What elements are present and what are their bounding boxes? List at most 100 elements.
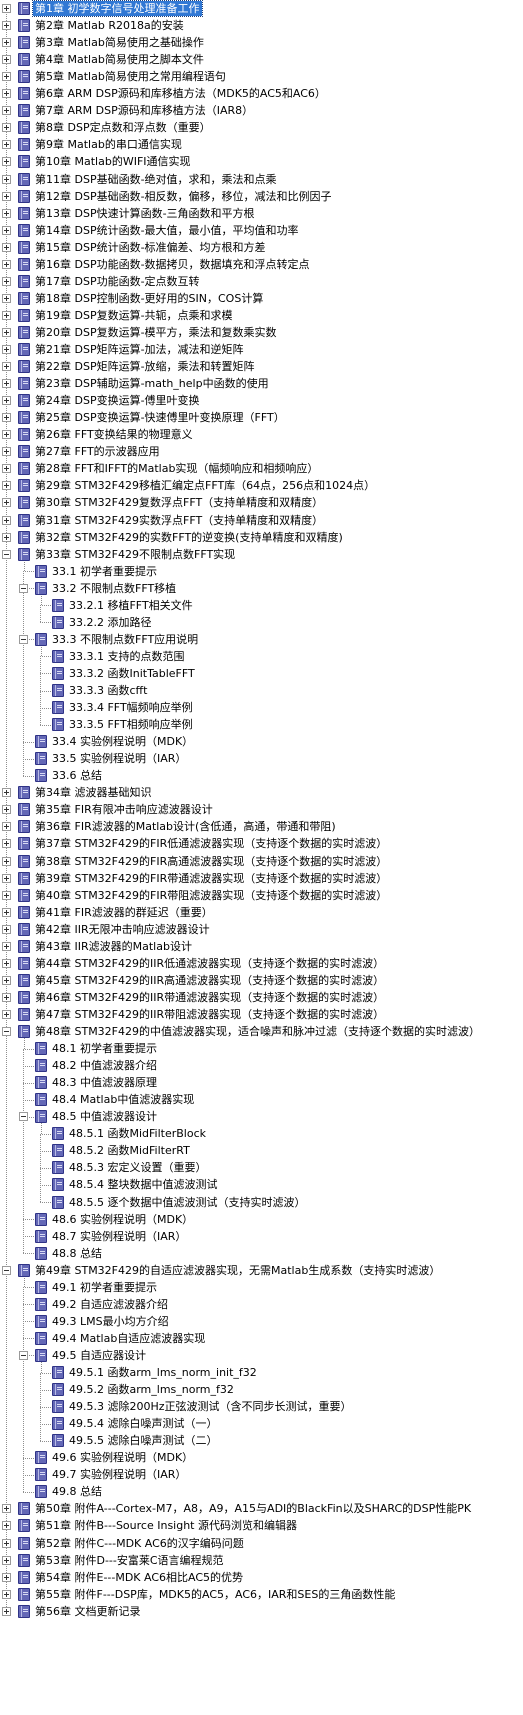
chapter-item[interactable]: 第11章 DSP基础函数-绝对值，求和，乘法和点乘 — [0, 171, 523, 188]
expand-plus-icon[interactable] — [2, 345, 11, 354]
tree-item-label[interactable]: 第35章 FIR有限冲击响应滤波器设计 — [35, 803, 213, 817]
expand-plus-icon[interactable] — [2, 1606, 11, 1616]
chapter-item[interactable]: 第21章 DSP矩阵运算-加法，减法和逆矩阵 — [0, 341, 523, 358]
collapse-minus-icon[interactable] — [19, 1350, 28, 1360]
expand-plus-icon[interactable] — [2, 327, 11, 337]
tree-item-label[interactable]: 48.5.4 整块数据中值滤波测试 — [69, 1178, 218, 1192]
tree-item-label[interactable]: 33.3.3 函数cfft — [69, 684, 148, 697]
expand-plus-icon[interactable] — [2, 396, 11, 406]
expand-plus-icon[interactable] — [2, 873, 11, 883]
chapter-item[interactable]: 第39章 STM32F429的FIR带通滤波器实现（支持逐个数据的实时滤波） — [0, 870, 523, 887]
tree-item-label[interactable]: 48.3 中值滤波器原理 — [52, 1076, 157, 1090]
tree-item-label[interactable]: 第43章 IIR滤波器的Matlab设计 — [35, 939, 192, 953]
chapter-item[interactable]: 第14章 DSP统计函数-最大值，最小值，平均值和功率 — [0, 222, 523, 239]
tree-item-label[interactable]: 第4章 Matlab简易使用之脚本文件 — [35, 53, 204, 67]
section-item[interactable]: 33.3.1 支持的点数范围 — [0, 648, 523, 665]
expand-plus-icon[interactable] — [2, 276, 11, 286]
expand-plus-icon[interactable] — [2, 822, 11, 832]
chapter-item[interactable]: 第18章 DSP控制函数-更好用的SIN，COS计算 — [0, 290, 523, 307]
chapter-item[interactable]: 第2章 Matlab R2018a的安装 — [0, 17, 523, 34]
tree-item-label[interactable]: 第19章 DSP复数运算-共轭，点乘和求模 — [35, 308, 233, 322]
chapter-item[interactable]: 第43章 IIR滤波器的Matlab设计 — [0, 938, 523, 955]
expand-plus-icon[interactable] — [2, 464, 11, 474]
tree-item-label[interactable]: 33.6 总结 — [52, 769, 102, 783]
tree-item-label[interactable]: 49.5 自适应器设计 — [52, 1348, 146, 1362]
chapter-item[interactable]: 第31章 STM32F429实数浮点FFT（支持单精度和双精度） — [0, 512, 523, 529]
tree-item-label[interactable]: 第37章 STM32F429的FIR低通滤波器实现（支持逐个数据的实时滤波） — [35, 837, 388, 851]
section-item[interactable]: 33.3.4 FFT幅频响应举例 — [0, 699, 523, 716]
chapter-item[interactable]: 第47章 STM32F429的IIR带阻滤波器实现（支持逐个数据的实时滤波） — [0, 1006, 523, 1023]
chapter-item[interactable]: 第29章 STM32F429移植汇编定点FFT库（64点，256点和1024点） — [0, 477, 523, 494]
tree-item-label[interactable]: 48.1 初学者重要提示 — [52, 1042, 157, 1056]
tree-item-label[interactable]: 49.5.2 函数arm_lms_norm_f32 — [69, 1383, 234, 1397]
tree-item-label[interactable]: 第51章 附件B---Source Insight 源代码浏览和编辑器 — [35, 1519, 297, 1533]
chapter-item[interactable]: 第56章 文档更新记录 — [0, 1603, 523, 1620]
tree-item-label[interactable]: 第28章 FFT和IFFT的Matlab实现（幅频响应和相频响应） — [35, 462, 319, 476]
tree-item-label[interactable]: 第15章 DSP统计函数-标准偏差、均方根和方差 — [35, 240, 266, 254]
tree-item-label[interactable]: 第6章 ARM DSP源码和库移植方法（MDK5的AC5和AC6） — [35, 87, 326, 101]
tree-item-label[interactable]: 第10章 Matlab的WIFI通信实现 — [35, 155, 191, 169]
chapter-item[interactable]: 第24章 DSP变换运算-傅里叶变换 — [0, 392, 523, 409]
section-item[interactable]: 48.3 中值滤波器原理 — [0, 1074, 523, 1091]
expand-plus-icon[interactable] — [2, 430, 11, 440]
tree-item-label[interactable]: 第42章 IIR无限冲击响应滤波器设计 — [35, 922, 210, 936]
expand-plus-icon[interactable] — [2, 362, 11, 372]
section-item[interactable]: 49.4 Matlab自适应滤波器实现 — [0, 1330, 523, 1347]
tree-item-label[interactable]: 第52章 附件C---MDK AC6的汉字编码问题 — [35, 1536, 244, 1550]
section-item[interactable]: 33.6 总结 — [0, 767, 523, 784]
tree-item-label[interactable]: 第55章 附件F---DSP库，MDK5的AC5，AC6，IAR和SES的三角函… — [35, 1587, 396, 1601]
chapter-item[interactable]: 第16章 DSP功能函数-数据拷贝，数据填充和浮点转定点 — [0, 256, 523, 273]
chapter-item[interactable]: 第13章 DSP快速计算函数-三角函数和平方根 — [0, 205, 523, 222]
tree-item-label[interactable]: 49.6 实验例程说明（MDK） — [52, 1451, 194, 1465]
tree-item-label[interactable]: 第39章 STM32F429的FIR带通滤波器实现（支持逐个数据的实时滤波） — [35, 871, 388, 885]
chapter-item[interactable]: 第20章 DSP复数运算-模平方，乘法和复数乘实数 — [0, 324, 523, 341]
chapter-item[interactable]: 第26章 FFT变换结果的物理意义 — [0, 426, 523, 443]
section-item[interactable]: 48.6 实验例程说明（MDK） — [0, 1211, 523, 1228]
expand-plus-icon[interactable] — [2, 208, 11, 218]
tree-item-label[interactable]: 49.8 总结 — [52, 1485, 102, 1499]
section-item[interactable]: 48.5.1 函数MidFilterBlock — [0, 1125, 523, 1142]
tree-item-label[interactable]: 49.2 自适应滤波器介绍 — [52, 1297, 168, 1311]
expand-plus-icon[interactable] — [2, 856, 11, 866]
chapter-item[interactable]: 第51章 附件B---Source Insight 源代码浏览和编辑器 — [0, 1517, 523, 1534]
section-item[interactable]: 49.5.2 函数arm_lms_norm_f32 — [0, 1381, 523, 1398]
expand-plus-icon[interactable] — [2, 21, 11, 31]
expand-plus-icon[interactable] — [2, 72, 11, 82]
tree-item-label[interactable]: 第34章 滤波器基础知识 — [35, 786, 152, 800]
tree-item-label[interactable]: 第9章 Matlab的串口通信实现 — [35, 138, 182, 152]
tree-item-label[interactable]: 第18章 DSP控制函数-更好用的SIN，COS计算 — [35, 291, 264, 305]
expand-plus-icon[interactable] — [2, 805, 11, 815]
tree-item-label[interactable]: 第31章 STM32F429实数浮点FFT（支持单精度和双精度） — [35, 513, 324, 527]
chapter-item[interactable]: 第10章 Matlab的WIFI通信实现 — [0, 153, 523, 170]
tree-item-label[interactable]: 第38章 STM32F429的FIR高通滤波器实现（支持逐个数据的实时滤波） — [35, 854, 388, 868]
tree-item-label[interactable]: 33.3.5 FFT相频响应举例 — [69, 718, 193, 732]
tree-item-label[interactable]: 48.2 中值滤波器介绍 — [52, 1059, 157, 1073]
expand-plus-icon[interactable] — [2, 924, 11, 934]
collapse-minus-icon[interactable] — [2, 1027, 11, 1036]
tree-item-label[interactable]: 第54章 附件E---MDK AC6相比AC5的优势 — [35, 1570, 244, 1584]
section-item[interactable]: 49.8 总结 — [0, 1483, 523, 1500]
section-item[interactable]: 33.4 实验例程说明（MDK） — [0, 733, 523, 750]
section-item[interactable]: 48.5.5 逐个数据中值滤波测试（支持实时滤波） — [0, 1194, 523, 1211]
expand-plus-icon[interactable] — [2, 992, 11, 1002]
tree-item-label[interactable]: 33.5 实验例程说明（IAR） — [52, 752, 187, 766]
tree-item-label[interactable]: 第40章 STM32F429的FIR带阻滤波器实现（支持逐个数据的实时滤波） — [35, 888, 388, 902]
expand-plus-icon[interactable] — [2, 1572, 11, 1582]
tree-item-label[interactable]: 33.3.1 支持的点数范围 — [69, 649, 185, 663]
expand-plus-icon[interactable] — [2, 157, 11, 167]
section-item[interactable]: 49.6 实验例程说明（MDK） — [0, 1449, 523, 1466]
tree-item-label[interactable]: 48.6 实验例程说明（MDK） — [52, 1212, 194, 1226]
expand-plus-icon[interactable] — [2, 907, 11, 917]
section-item[interactable]: 49.2 自适应滤波器介绍 — [0, 1296, 523, 1313]
section-item[interactable]: 48.8 总结 — [0, 1245, 523, 1262]
tree-item-label[interactable]: 第1章 初学数字信号处理准备工作 — [32, 0, 203, 17]
chapter-item[interactable]: 第25章 DSP变换运算-快速傅里叶变换原理（FFT） — [0, 409, 523, 426]
chapter-item[interactable]: 第36章 FIR滤波器的Matlab设计(含低通，高通，带通和带阻) — [0, 818, 523, 835]
section-item[interactable]: 49.5.5 滤除白噪声测试（二） — [0, 1432, 523, 1449]
section-item[interactable]: 48.5.2 函数MidFilterRT — [0, 1142, 523, 1159]
chapter-item[interactable]: 第50章 附件A---Cortex-M7，A8，A9，A15与ADI的Black… — [0, 1500, 523, 1517]
chapter-item[interactable]: 第12章 DSP基础函数-相反数，偏移，移位，减法和比例因子 — [0, 188, 523, 205]
chapter-item[interactable]: 第55章 附件F---DSP库，MDK5的AC5，AC6，IAR和SES的三角函… — [0, 1586, 523, 1603]
section-item[interactable]: 48.7 实验例程说明（IAR） — [0, 1228, 523, 1245]
chapter-item[interactable]: 第3章 Matlab简易使用之基础操作 — [0, 34, 523, 51]
